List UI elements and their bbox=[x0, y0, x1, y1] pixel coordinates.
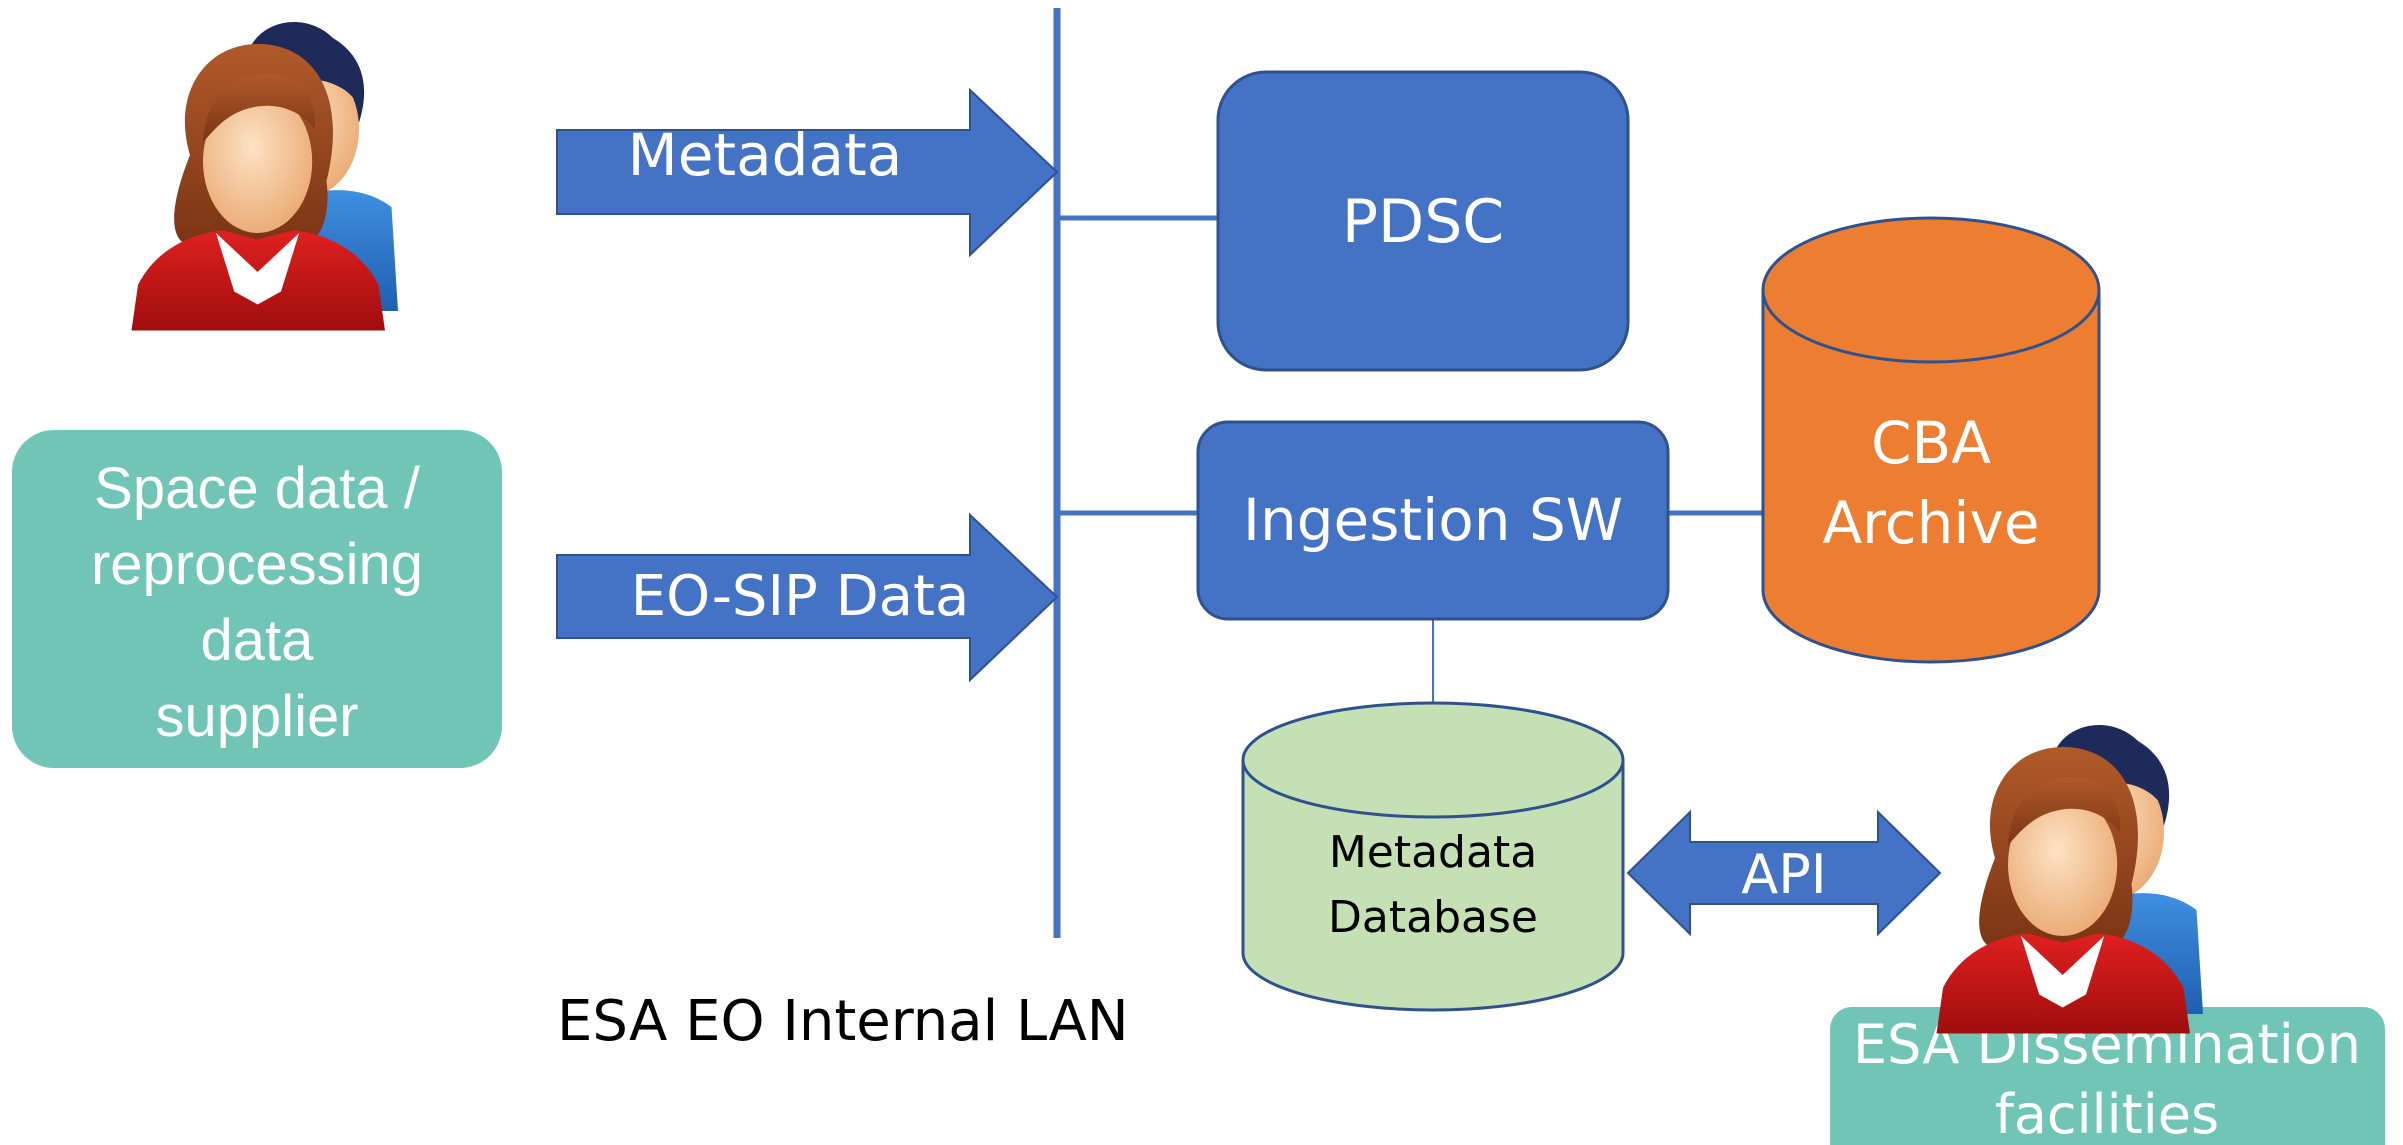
supplier-label-line2: reprocessing bbox=[91, 532, 423, 597]
metadata-db-label-line1: Metadata bbox=[1329, 827, 1537, 878]
cba-label-line2: Archive bbox=[1822, 489, 2039, 557]
pdsc-box: PDSC bbox=[1216, 70, 1630, 372]
metadata-arrow-label: Metadata bbox=[628, 121, 903, 189]
ingestion-box: Ingestion SW bbox=[1196, 420, 1670, 621]
eosip-arrow-label: EO-SIP Data bbox=[631, 564, 970, 629]
users-icon bbox=[1936, 724, 2203, 1034]
lan-label: ESA EO Internal LAN bbox=[557, 989, 1129, 1054]
eosip-arrow: EO-SIP Data bbox=[556, 512, 1059, 683]
cba-archive-cylinder: CBA Archive bbox=[1761, 216, 2101, 664]
ingestion-label: Ingestion SW bbox=[1243, 486, 1623, 554]
metadata-database-cylinder: Metadata Database bbox=[1241, 701, 1625, 1012]
supplier-box: Space data / reprocessing data supplier bbox=[12, 430, 502, 768]
supplier-label-line1: Space data / bbox=[94, 456, 421, 521]
metadata-arrow: Metadata bbox=[556, 87, 1059, 258]
api-arrow-label: API bbox=[1741, 843, 1826, 906]
supplier-label-line3: data bbox=[201, 608, 315, 673]
supplier-label-line4: supplier bbox=[155, 684, 358, 749]
metadata-db-label-line2: Database bbox=[1328, 892, 1538, 943]
cba-label-line1: CBA bbox=[1871, 409, 1991, 477]
pdsc-label: PDSC bbox=[1342, 187, 1504, 257]
users-icon bbox=[131, 21, 398, 331]
api-arrow: API bbox=[1626, 809, 1942, 937]
dissemination-label-line2: facilities bbox=[1995, 1083, 2219, 1145]
